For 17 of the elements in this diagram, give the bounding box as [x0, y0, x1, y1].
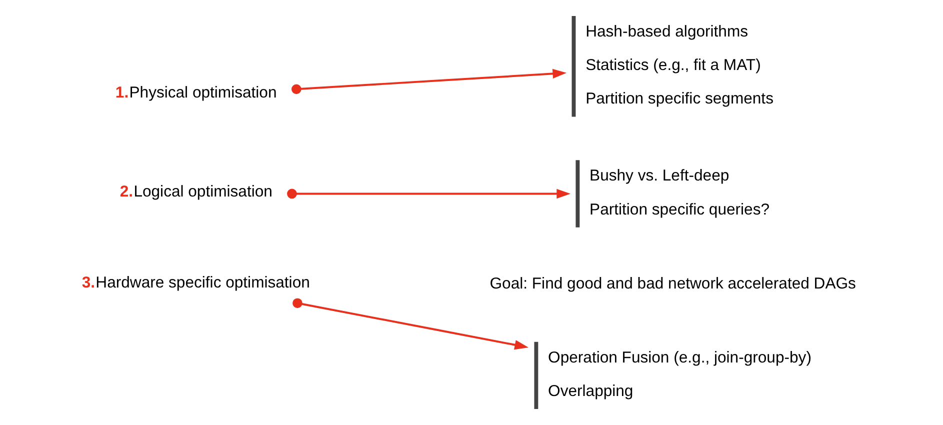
- node-box: [576, 160, 580, 228]
- node-box: [572, 16, 576, 117]
- node-label: Statistics (e.g., fit a MAT): [586, 57, 761, 74]
- arrow: [287, 188, 571, 199]
- node-label: Operation Fusion (e.g., join-group-by): [548, 349, 812, 366]
- node-label: Hash-based algorithms: [586, 23, 748, 40]
- node-text: 3.Hardware specific optimisation: [82, 274, 310, 292]
- node-label: Overlapping: [548, 383, 634, 400]
- node-text: 1.Physical optimisation: [115, 84, 277, 102]
- node-box: [534, 342, 538, 410]
- node-text: 2.Logical optimisation: [120, 184, 272, 200]
- node-label: Partition specific segments: [586, 90, 774, 108]
- label: Goal: Find good and bad network accelerated DAGs: [490, 275, 856, 292]
- arrow: [292, 298, 529, 350]
- arrow: [291, 68, 567, 94]
- node-label: Bushy vs. Left-deep: [590, 168, 730, 185]
- node-label: Partition specific queries?: [590, 201, 770, 218]
